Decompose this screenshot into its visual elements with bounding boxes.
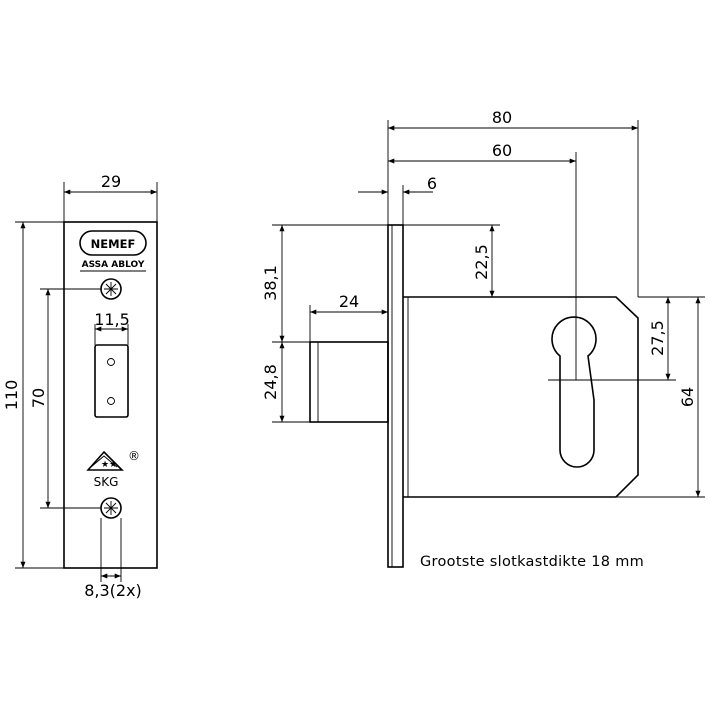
bolt — [309, 341, 389, 423]
dim-bolt-upper-label: 38,1 — [261, 265, 280, 301]
bolt-slot — [94, 344, 129, 418]
screw-icon-bottom — [100, 497, 122, 519]
front-view: NEMEF ASSA ABLOY ★★ ® SKG 29 — [2, 172, 158, 600]
dim-hole-label: 8,3(2x) — [84, 581, 142, 600]
front-plate-outline — [63, 221, 158, 569]
dim-backset-label: 60 — [492, 141, 512, 160]
nemef-logo — [79, 230, 147, 256]
side-view: 80 60 6 22,5 38,1 24,8 24 27,5 — [261, 108, 705, 570]
sub-brand-text: ASSA ABLOY — [82, 260, 145, 270]
note-text: Grootste slotkastdikte 18 mm — [420, 554, 644, 570]
cylinder-hole — [551, 316, 597, 468]
cert-mark-text: SKG — [94, 475, 119, 489]
dim-case-height-label: 64 — [678, 387, 697, 407]
brand-text: NEMEF — [91, 237, 136, 251]
dim-top-offset-label: 22,5 — [472, 244, 491, 280]
svg-text:★★: ★★ — [101, 460, 117, 470]
dim-depth-label: 80 — [492, 108, 512, 127]
lock-case — [403, 296, 639, 498]
dim-height-label: 110 — [2, 380, 21, 411]
dim-cylinder-center-label: 27,5 — [648, 320, 667, 356]
dim-hole-spacing-label: 70 — [29, 388, 48, 408]
dim-plate-label: 6 — [427, 174, 437, 193]
slot-hole-icon — [107, 358, 115, 366]
dim-bolt-length-label: 24 — [339, 292, 359, 311]
dim-width-label: 29 — [101, 172, 121, 191]
dim-slot-label: 11,5 — [94, 310, 130, 329]
slot-hole-icon — [107, 397, 115, 405]
dim-bolt-height-label: 24,8 — [261, 364, 280, 400]
face-plate — [387, 224, 404, 568]
registered-mark: ® — [128, 449, 140, 463]
skg-mark-icon: ★★ — [86, 450, 124, 471]
screw-icon-top — [100, 278, 122, 300]
